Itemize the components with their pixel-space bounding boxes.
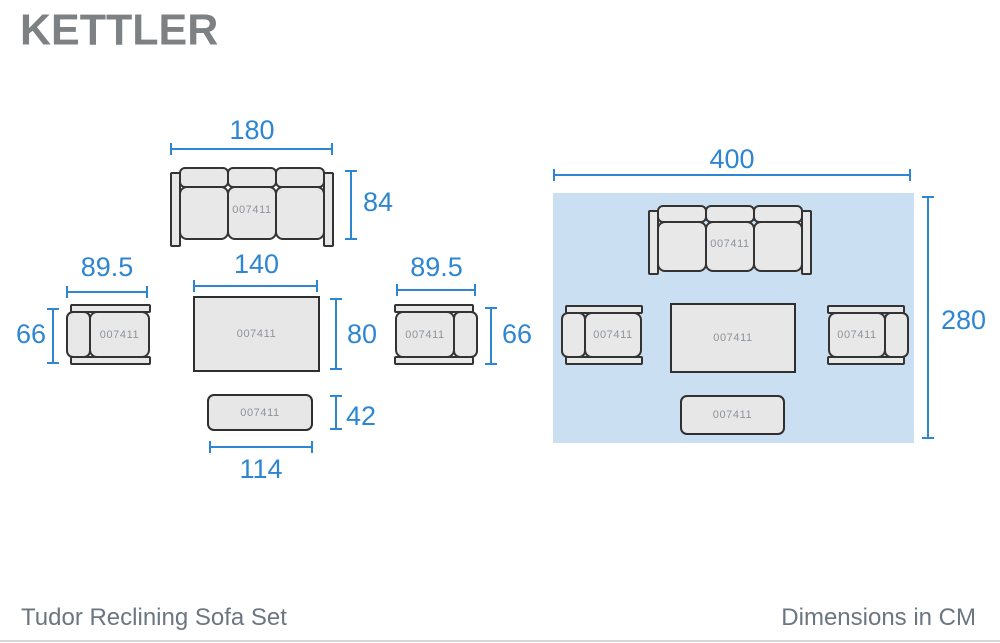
units-label: Dimensions in CM [781,604,976,631]
sofa-back-cushion [275,167,325,188]
sku-label: 007411 [99,328,140,341]
sofa-back-cushion [227,167,277,188]
armchair-right-top-view: 007411 [394,304,478,365]
chair-right-depth-dimension: 66 [502,319,533,349]
chair-left-width-dimension: 89.5 [80,252,134,282]
table-top-view: 007411 [193,296,320,372]
chair-right-width-dimension-line [396,284,476,296]
layout-width-dimension: 400 [709,144,755,174]
armchair-seat: 007411 [89,311,150,358]
sofa-cushions [179,167,325,240]
sofa-cushion-column [705,205,755,272]
armchair-body: 007411 [828,312,909,358]
layout-bench-top-view: 007411 [680,395,785,435]
sofa-depth-dimension: 84 [363,187,394,217]
chair-right-width-dimension: 89.5 [410,252,463,282]
sku-label: 007411 [710,238,750,250]
chair-left-depth-dimension: 66 [15,319,46,349]
chair-right-depth-dimension-line [485,307,497,365]
sku-label: 007411 [405,328,445,341]
table-depth-dimension-line [330,298,342,370]
layout-width-dimension-line [553,169,911,181]
sofa-seat-cushion [753,221,803,272]
product-name: Tudor Reclining Sofa Set [21,604,287,631]
armchair-body: 007411 [66,311,150,358]
sofa-seat-cushion [275,186,325,240]
bench-width-dimension: 114 [239,454,283,484]
armchair-body: 007411 [561,312,642,358]
sofa-back-cushion [179,167,229,188]
sofa-width-dimension-line [170,143,333,155]
sku-label: 007411 [236,328,277,340]
armchair-seat: 007411 [828,312,886,358]
sofa-seat-cushion [705,221,755,272]
armchair-backrest [66,311,91,358]
table-width-dimension-line [193,280,318,292]
armchair-backrest [453,311,478,358]
sofa-cushion-column [657,205,707,272]
layout-depth-dimension: 280 [941,305,987,335]
sku-label: 007411 [232,204,272,216]
footer-divider [0,640,1000,642]
sofa-cushion-column [227,167,277,240]
layout-depth-dimension-line [922,196,934,439]
sku-label: 007411 [593,329,633,341]
sofa-top-view: 007411 [170,167,334,247]
sku-label: 007411 [837,329,877,341]
armchair-body: 007411 [395,311,478,358]
armchair-backrest [884,312,909,358]
chair-left-width-dimension-line [66,286,148,298]
layout-armchair-right-top-view: 007411 [827,305,909,365]
sku-label: 007411 [713,332,753,344]
armchair-seat: 007411 [584,312,642,358]
bench-top-view: 007411 [207,394,313,431]
bench-width-dimension-line [209,441,313,453]
layout-table-top-view: 007411 [670,303,796,373]
layout-armchair-left-top-view: 007411 [561,305,643,365]
brand-logo: KETTLER [20,5,219,55]
bench-depth-dimension-line [330,395,342,430]
sofa-seat-cushion [657,221,707,272]
sofa-cushion-column [275,167,325,240]
sku-label: 007411 [240,406,280,419]
table-depth-dimension: 80 [347,319,378,349]
table-width-dimension: 140 [233,249,280,279]
armchair-backrest [561,312,586,358]
sofa-cushion-column [753,205,803,272]
sofa-cushions [657,205,803,272]
bench-depth-dimension: 42 [346,401,377,431]
layout-sofa-top-view: 007411 [648,205,812,275]
sofa-seat-cushion [227,186,277,240]
sku-label: 007411 [712,409,753,421]
sofa-width-dimension: 180 [229,115,275,145]
sofa-depth-dimension-line [345,170,357,240]
armchair-left-top-view: 007411 [66,304,151,365]
chair-left-depth-dimension-line [47,308,59,364]
armchair-seat: 007411 [395,311,455,358]
